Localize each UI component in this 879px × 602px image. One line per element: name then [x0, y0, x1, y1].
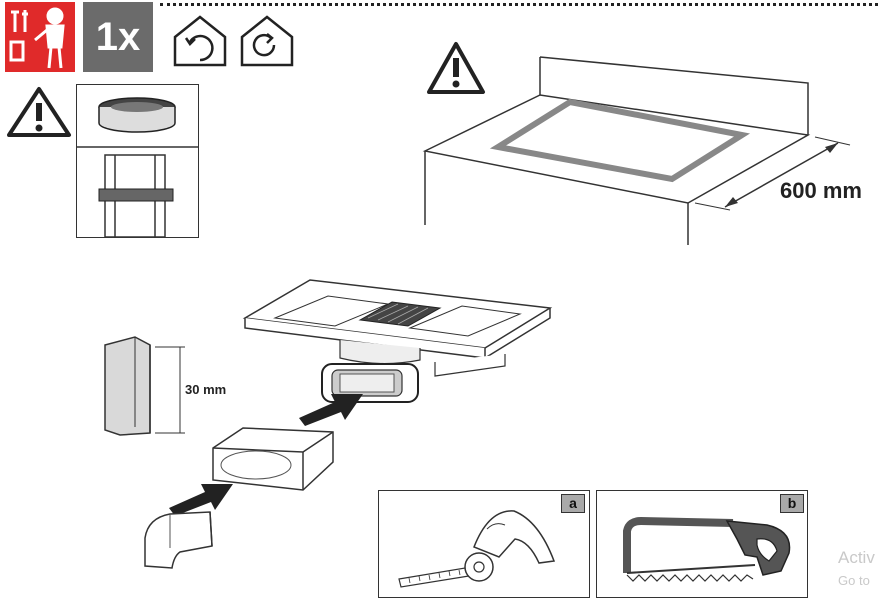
cutout-depth-label: 600 mm — [780, 178, 862, 203]
duct-section-drawing — [95, 335, 187, 445]
warning-icon — [5, 85, 73, 144]
hob-extractor-drawing — [240, 278, 560, 418]
house-rotate-icon — [170, 12, 230, 73]
duct-bend-drawing — [140, 508, 220, 575]
insert-arrow-icon — [295, 388, 367, 433]
flat-duct-drawing — [208, 420, 336, 501]
countertop-cutout-drawing — [420, 55, 879, 255]
quantity-badge: 1x — [83, 2, 153, 72]
activation-watermark-line2: Go to — [838, 573, 870, 588]
tools-person-icon — [5, 2, 75, 72]
section-divider — [160, 3, 878, 6]
panel-tag-a: a — [561, 494, 585, 513]
duct-height-label: 30 mm — [185, 382, 227, 397]
house-recirculate-icon — [237, 12, 297, 73]
panel-tag-b: b — [780, 494, 804, 513]
activation-watermark-line1: Activ — [838, 548, 875, 567]
sealing-tape-panel — [76, 84, 199, 238]
cutout-warning-icon — [425, 40, 487, 101]
measure-panel-a — [378, 490, 590, 598]
connect-arrow-icon — [165, 478, 237, 523]
saw-panel-b — [596, 490, 808, 598]
